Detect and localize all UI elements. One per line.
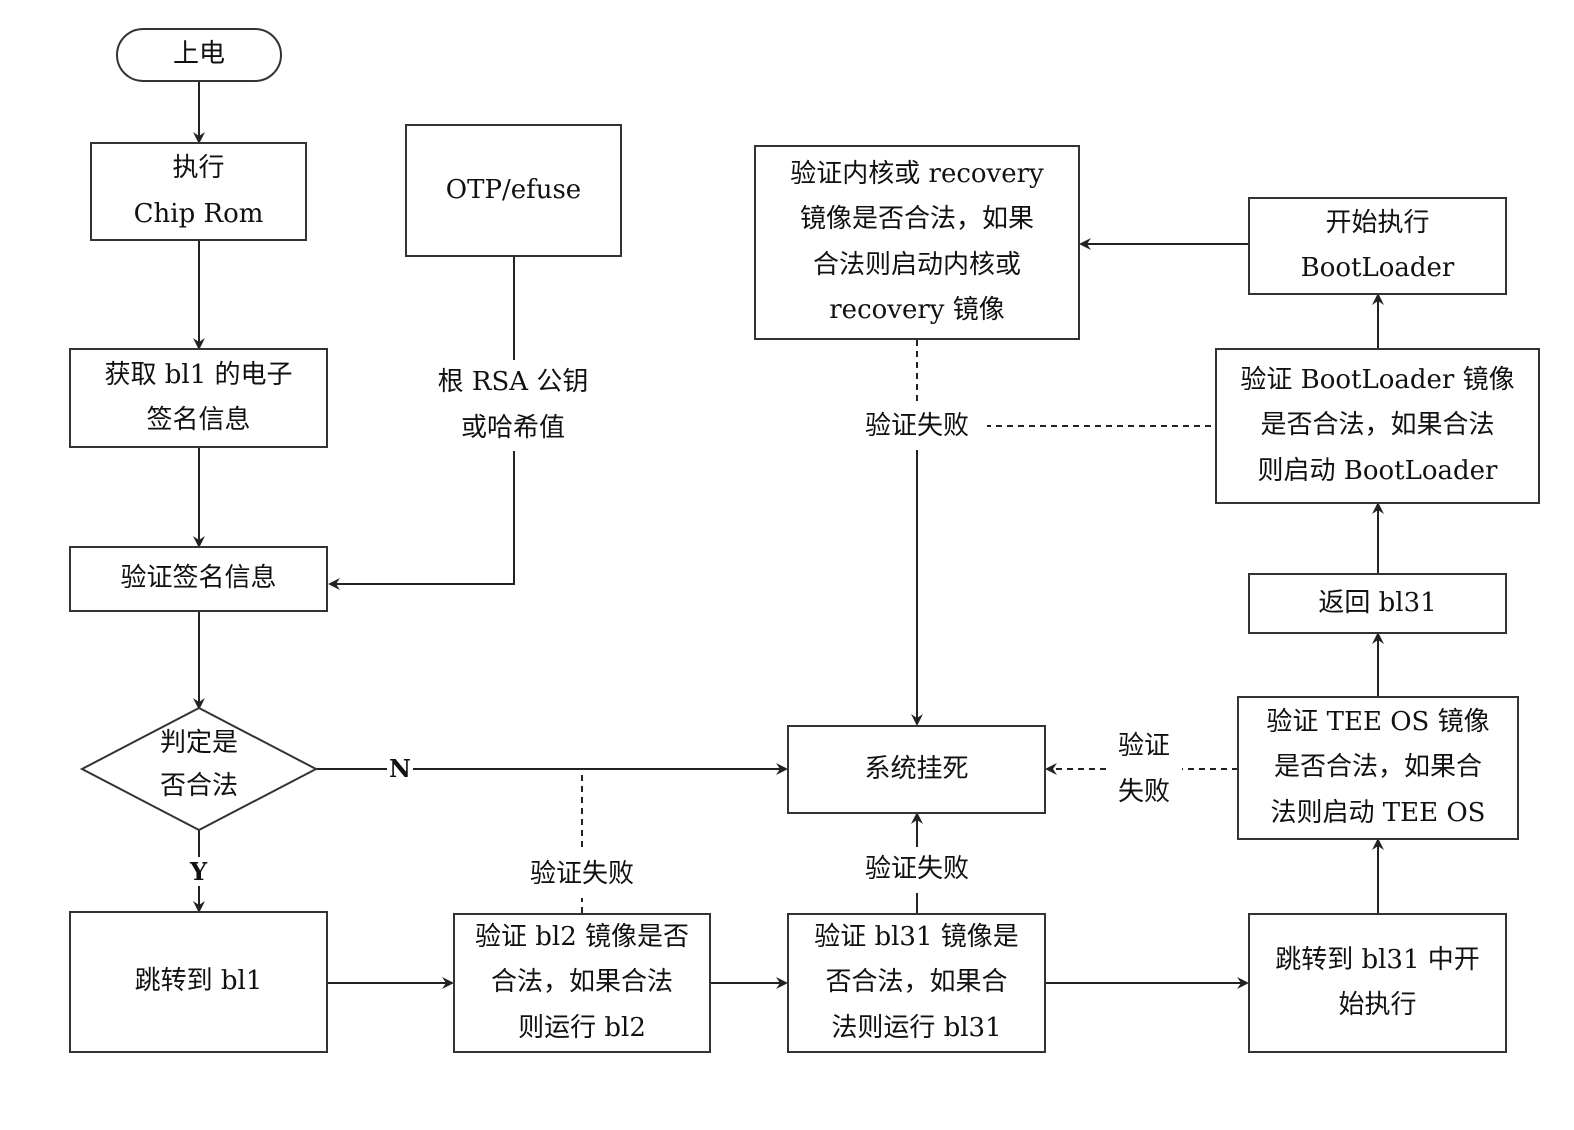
otp-efuse-node: OTP/efuse [405,124,622,257]
verify-signature-node: 验证签名信息 [69,546,328,612]
verify-tee-os-node: 验证 TEE OS 镜像 是否合法，如果合 法则启动 TEE OS [1237,696,1519,840]
no-label: N [387,754,413,783]
decision-diamond [79,706,319,832]
return-bl31-text: 返回 bl31 [1318,587,1437,618]
jump-to-bl31-node: 跳转到 bl31 中开 始执行 [1248,913,1507,1053]
fail-bl31-label: 验证失败 [847,847,987,893]
start-bootloader-text: 开始执行 BootLoader [1300,207,1455,284]
power-on-node: 上电 [116,28,282,82]
jump-to-bl31-text: 跳转到 bl31 中开 始执行 [1275,944,1480,1021]
verify-bl31-node: 验证 bl31 镜像是 否合法，如果合 法则运行 bl31 [787,913,1046,1053]
verify-bl31-text: 验证 bl31 镜像是 否合法，如果合 法则运行 bl31 [814,921,1019,1043]
otp-efuse-text: OTP/efuse [445,174,582,205]
fail-tee-label: 验证 失败 [1106,724,1182,815]
verify-bl2-text: 验证 bl2 镜像是否 合法，如果合法 则运行 bl2 [474,921,690,1043]
exec-chip-rom-text: 执行 Chip Rom [133,153,264,229]
get-bl1-signature-text: 获取 bl1 的电子 签名信息 [104,359,293,436]
fail-bootloader-label: 验证失败 [847,404,987,450]
fail-bl2-label: 验证失败 [512,852,652,898]
yes-label: Y [188,857,210,886]
system-hang-node: 系统挂死 [787,725,1046,814]
exec-chip-rom-node: 执行 Chip Rom [90,142,307,241]
verify-kernel-text: 验证内核或 recovery 镜像是否合法，如果 合法则启动内核或 recove… [790,158,1044,326]
verify-bl2-node: 验证 bl2 镜像是否 合法，如果合法 则运行 bl2 [453,913,711,1053]
return-bl31-node: 返回 bl31 [1248,573,1507,634]
power-on-text: 上电 [172,39,225,70]
jump-to-bl1-text: 跳转到 bl1 [134,966,263,997]
start-bootloader-node: 开始执行 BootLoader [1248,197,1507,295]
verify-tee-os-text: 验证 TEE OS 镜像 是否合法，如果合 法则启动 TEE OS [1266,706,1490,828]
decision-text: 判定是 否合法 [159,728,238,801]
get-bl1-signature-node: 获取 bl1 的电子 签名信息 [69,348,328,448]
verify-signature-text: 验证签名信息 [120,563,277,594]
root-key-label: 根 RSA 公钥 或哈希值 [418,360,608,451]
system-hang-text: 系统挂死 [864,753,969,784]
verify-bootloader-node: 验证 BootLoader 镜像 是否合法，如果合法 则启动 BootLoade… [1215,348,1540,504]
verify-kernel-node: 验证内核或 recovery 镜像是否合法，如果 合法则启动内核或 recove… [754,145,1080,340]
jump-to-bl1-node: 跳转到 bl1 [69,911,328,1053]
verify-bootloader-text: 验证 BootLoader 镜像 是否合法，如果合法 则启动 BootLoade… [1240,364,1515,486]
